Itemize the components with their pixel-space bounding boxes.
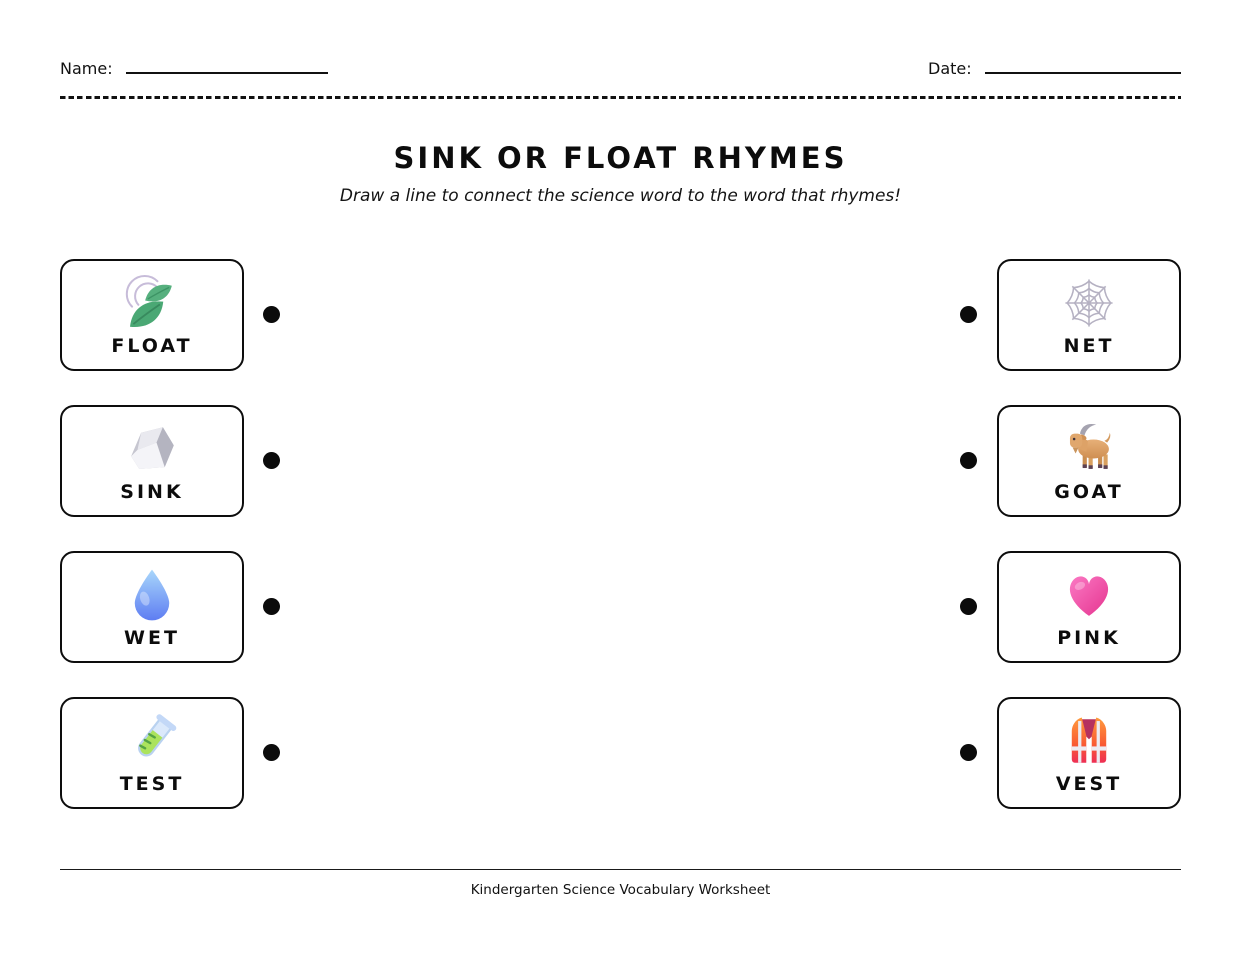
date-label: Date: [928, 59, 972, 78]
date-field: Date: [928, 59, 1181, 78]
word-label: WET [124, 626, 180, 649]
word-label: NET [1063, 334, 1115, 357]
card-pink: PINK [997, 551, 1181, 663]
footer-caption: Kindergarten Science Vocabulary Workshee… [470, 882, 771, 898]
card-wet: WET [60, 551, 244, 663]
word-label: TEST [119, 772, 185, 795]
rock-icon [131, 426, 174, 469]
dashed-divider [60, 96, 1181, 99]
connector-dot-net[interactable] [960, 306, 977, 323]
card-goat: GOAT [997, 405, 1181, 517]
name-label: Name: [60, 59, 113, 78]
right-word-column: NET [997, 259, 1181, 809]
date-input-line[interactable] [984, 60, 1181, 74]
safety-vest-icon [1071, 716, 1107, 763]
word-label: GOAT [1054, 480, 1124, 503]
footer-divider [60, 869, 1181, 870]
connector-dot-pink[interactable] [960, 598, 977, 615]
connector-dot-vest[interactable] [960, 744, 977, 761]
card-sink: SINK [60, 405, 244, 517]
instructions: Draw a line to connect the science word … [339, 186, 902, 206]
name-input-line[interactable] [125, 60, 328, 74]
word-label: SINK [120, 480, 184, 503]
connector-dot-wet[interactable] [263, 598, 280, 615]
name-field: Name: [60, 59, 328, 78]
water-droplet-icon [134, 569, 170, 620]
connector-dot-float[interactable] [263, 306, 280, 323]
card-test: TEST [60, 697, 244, 809]
connector-dot-test[interactable] [263, 744, 280, 761]
connector-dot-sink[interactable] [263, 452, 280, 469]
page-title: SINK OR FLOAT RHYMES [393, 141, 848, 175]
test-tube-icon [138, 713, 177, 756]
card-float: FLOAT [60, 259, 244, 371]
word-label: VEST [1055, 772, 1123, 795]
word-label: FLOAT [111, 334, 193, 357]
word-label: PINK [1057, 626, 1121, 649]
card-vest: VEST [997, 697, 1181, 809]
leaf-fluttering-icon [125, 274, 172, 327]
spider-web-icon [1065, 278, 1113, 327]
pink-heart-icon [1069, 575, 1109, 616]
card-net: NET [997, 259, 1181, 371]
left-word-column: FLOAT SINK WET [60, 259, 244, 809]
goat-icon [1069, 423, 1111, 469]
connector-dot-goat[interactable] [960, 452, 977, 469]
